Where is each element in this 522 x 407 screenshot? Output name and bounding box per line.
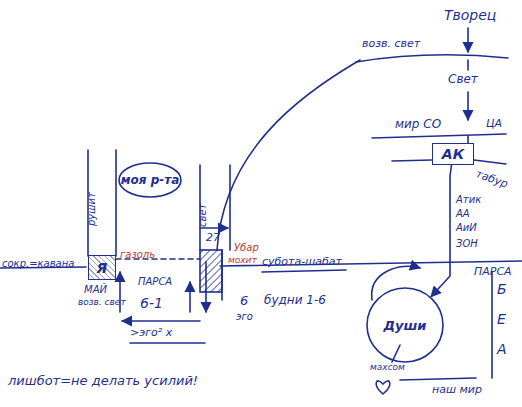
flow-arrow — [431, 165, 452, 297]
red-note: газоль — [120, 249, 155, 260]
weekday-label: будни 1-6 — [264, 294, 326, 307]
note-label: лишбот=не делать усилий! — [8, 374, 198, 388]
red-note: Убар — [234, 242, 259, 253]
number-label: 6-1 — [140, 296, 163, 311]
partzuf-label: ЗОН — [456, 238, 478, 249]
world-letter: Е — [497, 312, 506, 327]
ak-box: АК — [432, 143, 474, 165]
world-label: мир СО — [395, 118, 441, 131]
world-label: наш мир — [432, 384, 482, 396]
parsa-label: ПАРСА — [474, 266, 512, 278]
light-label: Свет — [448, 73, 478, 86]
connector-layer — [431, 165, 452, 297]
node-text: Души — [384, 318, 427, 333]
node-text: АК — [442, 146, 464, 162]
partzuf-label: АА — [456, 208, 470, 219]
souls-circle: Души — [366, 287, 444, 363]
creator-label: Творец — [444, 8, 496, 23]
ego-label: эго — [236, 311, 253, 322]
equation-label: сокр.=кавана — [2, 258, 74, 269]
world-letter: А — [497, 342, 507, 357]
red-note: мохит — [228, 256, 257, 266]
oval-note: моя р-та — [118, 162, 182, 198]
makhsom-label: махсом — [370, 363, 405, 373]
world-letter: Б — [497, 282, 507, 297]
parsa-label: ПАРСА — [138, 276, 172, 287]
partzuf-label: АиИ — [456, 222, 477, 233]
partzuf-label: Атик — [456, 194, 481, 205]
column-label: свет — [197, 204, 208, 227]
node-text: моя р-та — [121, 173, 180, 187]
tabur-label: табур — [474, 168, 510, 191]
ego-label: >эго² x — [130, 327, 172, 339]
light-label: возв. свет — [362, 38, 420, 50]
column-label: рушит — [86, 192, 97, 226]
self-box: Я — [88, 255, 116, 280]
number-label: 27 — [206, 232, 220, 244]
pen-strokes — [0, 28, 522, 394]
light-label: возв. свет — [78, 298, 126, 308]
malchut-label: МАЙ — [84, 284, 107, 295]
shabbat-label: субота-шабат — [262, 256, 342, 268]
restriction-label: ЦА — [486, 118, 502, 130]
node-text: Я — [97, 260, 108, 276]
number-label: 6 — [240, 294, 248, 308]
